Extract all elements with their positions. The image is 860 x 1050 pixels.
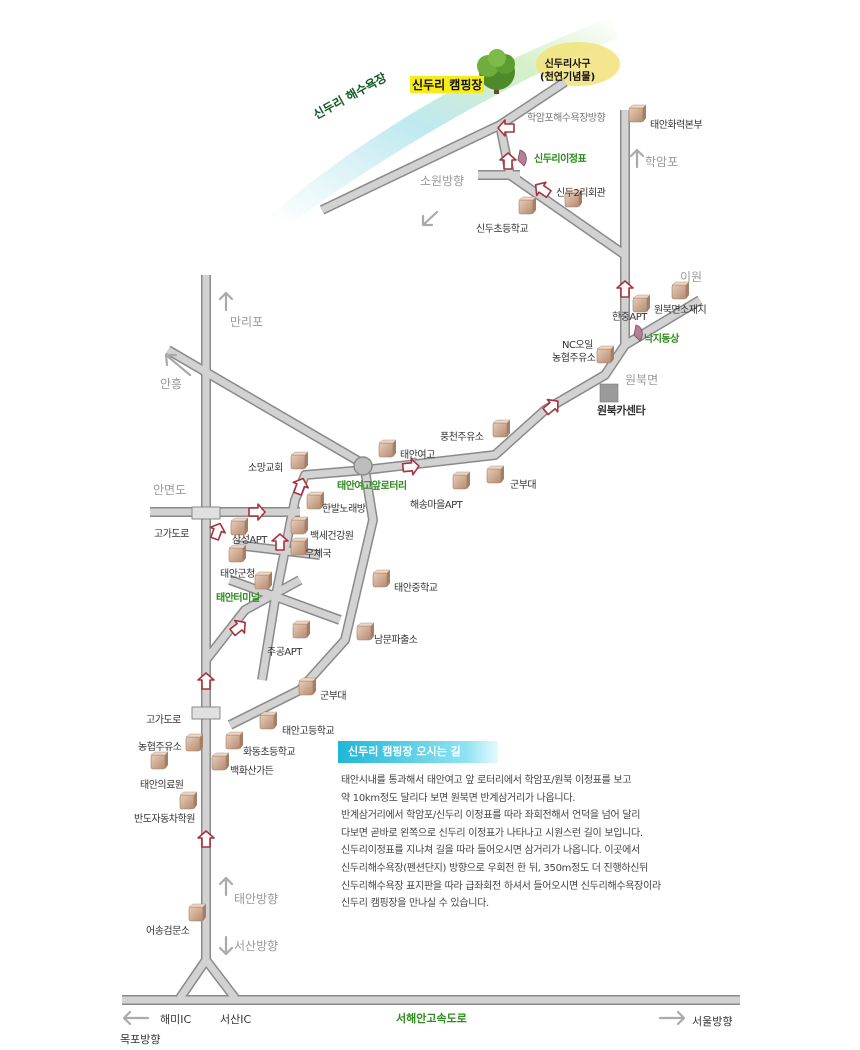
overpass-label-2: 고가도로 <box>146 715 181 726</box>
taean-county-label: 태안군청 <box>220 569 255 580</box>
car-center-building <box>599 383 619 403</box>
sagu-area <box>536 42 620 86</box>
iwon-label: 이원 <box>680 270 703 284</box>
sindu-elementary-label: 신두초등학교 <box>476 224 529 235</box>
tree-icon <box>477 49 515 94</box>
sign-icon <box>517 149 643 342</box>
somang-church-label: 소망교회 <box>248 463 283 474</box>
mokpo-dir-label: 목포방향 <box>120 1033 161 1046</box>
guide-line: 태안시내를 통과해서 태안여고 앞 로터리에서 학암포/원북 이정표를 보고 <box>341 775 632 786</box>
taean-high-label: 태안고등학교 <box>282 726 335 737</box>
camping-label: 신두리 캠핑장 <box>410 76 485 93</box>
taean-medical-label: 태안의료원 <box>140 780 184 791</box>
malipo-label: 만리포 <box>230 315 264 329</box>
bando-driving-label: 반도자동차학원 <box>134 814 195 825</box>
hanjung-apt-label: 한중APT <box>612 312 647 323</box>
overpass-label-1: 고가도로 <box>154 529 189 540</box>
haemi-ic-label: 해미IC <box>160 1013 192 1026</box>
direction-arrow-icon <box>122 148 686 1026</box>
guide-title: 신두리 캠핑장 오시는 길 <box>338 741 498 763</box>
guide-line: 신두리 캠핑장을 만나실 수 있습니다. <box>341 898 489 910</box>
sindu2ri-hall-label: 신두2리회관 <box>556 188 606 199</box>
hanbal-karaoke-label: 한발노래방 <box>322 504 366 515</box>
seosan-dir-label: 서산방향 <box>234 939 279 953</box>
post-office-label: 우체국 <box>305 549 332 560</box>
wonbuk-office-label: 원북면소재지 <box>654 305 707 316</box>
seosan-ic-label: 서산IC <box>220 1013 252 1026</box>
wonbuk-car-label: 원북카센타 <box>597 404 646 417</box>
baekse-clinic-label: 백세건강원 <box>310 531 354 542</box>
nakji-dong-label: 낙지동상 <box>644 334 679 345</box>
sinduri-sign-label: 신두리이정표 <box>534 154 587 165</box>
expressway-label: 서해안고속도로 <box>396 1012 467 1025</box>
rotary-circle <box>353 456 373 476</box>
overpass-2-mark <box>191 706 221 720</box>
guide-line: 다보면 곧바로 왼쪽으로 신두리 이정표가 나타나고 시원스런 길이 보입니다. <box>341 827 643 839</box>
overpass-1-mark <box>191 506 221 520</box>
guide-line: 반계삼거리에서 학암포/신두리 이정표를 따라 좌회전해서 언덕을 넘어 달리 <box>341 810 641 822</box>
eosong-checkpoint-label: 어송검문소 <box>146 926 190 937</box>
rotary-label: 태안여고앞로터리 <box>337 481 407 492</box>
pungcheon-gas-label: 풍천주유소 <box>440 432 484 443</box>
nammun-police-label: 남문파출소 <box>374 635 418 646</box>
samsung-apt-label: 삼성APT <box>232 535 267 546</box>
taean-power-label: 태안화력본부 <box>650 120 703 131</box>
guide-line: 신두리이정표를 지나쳐 길을 따라 들어오시면 삼거리가 나옵니다. 이곳에서 <box>341 845 640 857</box>
route-arrow-icon <box>197 119 634 848</box>
anmyeondo-label: 안면도 <box>153 483 187 497</box>
hakampo-label: 학암포 <box>645 155 679 169</box>
jugong-apt-label: 주공APT <box>267 647 302 658</box>
guide-body: 태안시내를 통과해서 태안여고 앞 로터리에서 학암포/원북 이정표를 보고 약… <box>341 772 761 913</box>
haesong-apt-label: 해송마을APT <box>410 500 463 511</box>
military-label-1: 군부대 <box>510 480 537 491</box>
anheung-label: 안흥 <box>160 377 183 391</box>
taean-terminal-label: 태안터미널 <box>216 593 260 604</box>
sagu-line1: 신두리사구 <box>544 59 591 70</box>
taean-middle-label: 태안중학교 <box>394 583 438 594</box>
hwadong-elementary-label: 화동초등학교 <box>243 747 296 758</box>
guide-line: 신두리해수욕장(펜션단지) 방향으로 우회전 한 뒤, 350m정도 더 진행하… <box>341 862 649 874</box>
guide-line: 신두리해수욕장 표지판을 따라 급좌회전 하셔서 들어오시면 신두리해수욕장이라 <box>341 880 661 892</box>
beach-area <box>270 18 618 222</box>
baekhwa-garden-label: 백화산가든 <box>230 766 274 777</box>
sowon-dir-label: 소원방향 <box>420 174 465 188</box>
sagu-label: 신두리사구 (천연기념물) <box>540 58 595 84</box>
hakampo-beach-dir-label: 학암포해수욕장방향 <box>527 113 606 124</box>
nc-oil-label-2: 농협주유소 <box>552 353 596 364</box>
seoul-dir-label: 서울방향 <box>692 1015 733 1028</box>
taean-girls-high-label: 태안여고 <box>400 450 435 461</box>
nc-oil-label-1: NC오일 <box>562 340 593 351</box>
nonghyup-gas-label: 농협주유소 <box>138 742 182 753</box>
taean-dir-label: 태안방향 <box>234 892 279 906</box>
sagu-line2: (천연기념물) <box>540 72 596 83</box>
military-label-2: 군부대 <box>320 691 347 702</box>
guide-line: 약 10km정도 달리다 보면 원북면 반계삼거리가 나옵니다. <box>341 792 576 804</box>
wonbuk-myeon-label: 원북면 <box>625 373 659 387</box>
